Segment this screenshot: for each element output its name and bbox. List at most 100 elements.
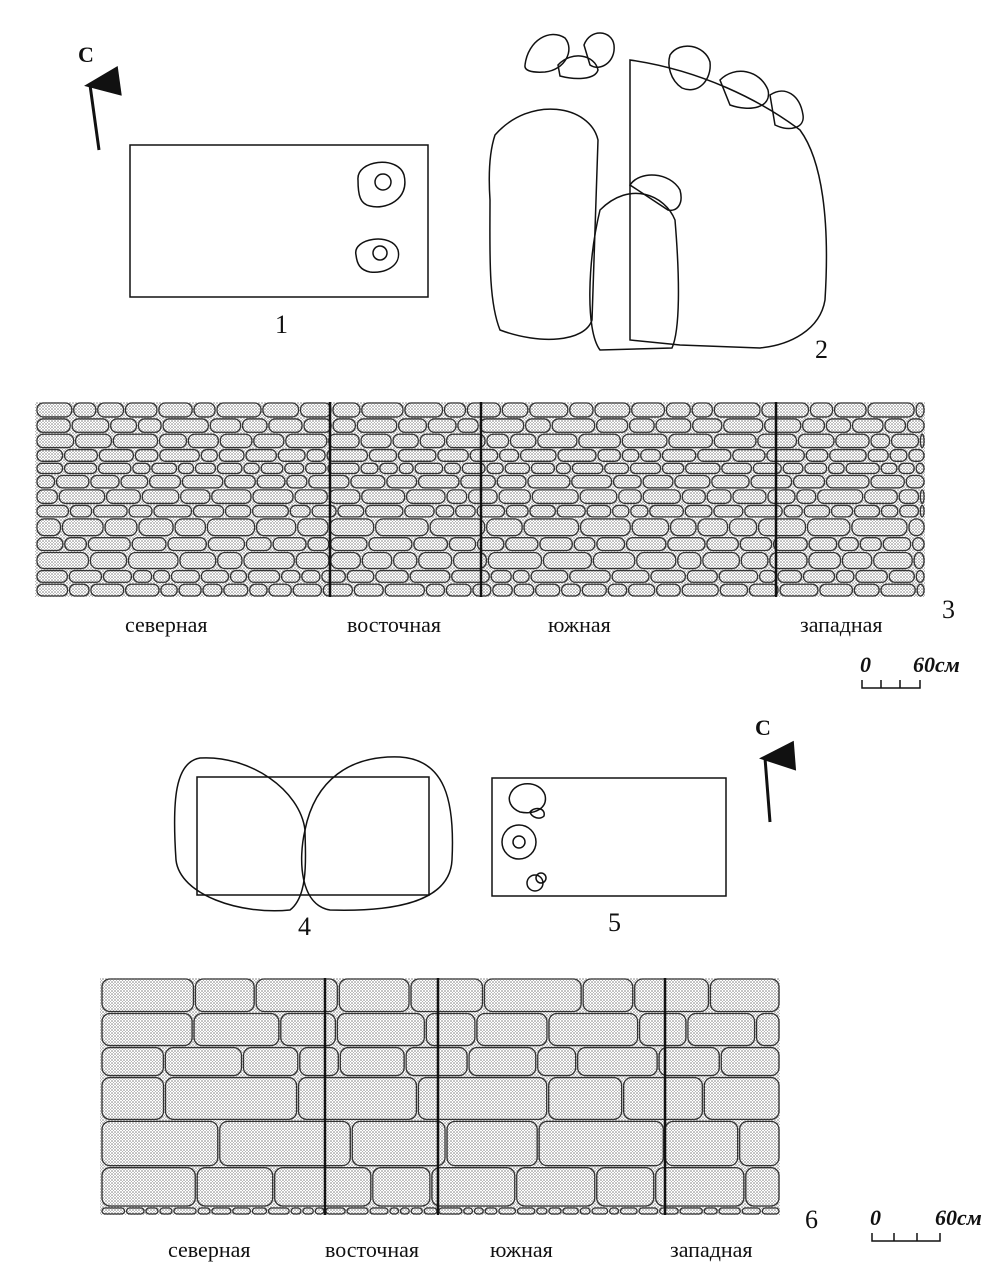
figure-number: 3: [942, 595, 955, 624]
stone: [573, 537, 596, 552]
stone: [577, 1046, 658, 1077]
stone: [720, 1046, 780, 1077]
stone: [443, 402, 467, 418]
stone: [650, 569, 686, 583]
stone: [268, 418, 303, 433]
stone: [783, 504, 803, 518]
stone: [209, 418, 242, 433]
stone: [571, 474, 613, 489]
stone: [87, 537, 131, 552]
stone: [569, 569, 611, 583]
stone: [125, 1207, 145, 1215]
stone: [64, 537, 87, 552]
scale-end: 60см: [935, 1205, 982, 1230]
stone: [915, 402, 925, 418]
stone: [384, 583, 426, 597]
stone: [468, 1046, 537, 1077]
stone: [908, 448, 925, 462]
stone: [806, 518, 851, 537]
stone: [63, 448, 98, 462]
wall-label-west: западная: [800, 612, 883, 637]
stone: [353, 583, 384, 597]
stone: [741, 1207, 761, 1215]
stone: [417, 474, 460, 489]
stone: [649, 504, 684, 518]
stone: [772, 537, 808, 552]
stone: [592, 551, 636, 570]
stone: [427, 418, 457, 433]
stone: [285, 433, 328, 449]
stone: [36, 474, 56, 489]
stone: [253, 433, 285, 449]
stone: [686, 569, 718, 583]
stone: [218, 448, 245, 462]
stone: [819, 583, 854, 597]
stone: [36, 518, 62, 537]
stone: [697, 518, 729, 537]
stone: [578, 433, 622, 449]
north-arrow-icon: [759, 740, 797, 823]
stone: [127, 551, 179, 570]
stone: [750, 474, 793, 489]
stone: [516, 1207, 536, 1215]
stone: [817, 489, 864, 505]
stone: [328, 489, 361, 505]
stone: [277, 448, 306, 462]
stone: [915, 569, 925, 583]
wall-label-south: южная: [490, 1237, 553, 1262]
stone: [571, 462, 604, 475]
stone: [594, 402, 631, 418]
stone: [703, 1076, 780, 1121]
stone: [739, 1120, 780, 1167]
stone: [243, 462, 260, 475]
stone: [509, 433, 537, 449]
stone: [36, 569, 68, 583]
stone: [718, 569, 759, 583]
stone: [873, 551, 913, 570]
stone: [530, 462, 556, 475]
stone: [561, 583, 581, 597]
stone: [919, 489, 925, 505]
stone: [445, 583, 472, 597]
stone: [361, 402, 404, 418]
stone: [685, 462, 721, 475]
stone: [252, 504, 289, 518]
stone: [838, 537, 859, 552]
stone: [292, 583, 322, 597]
stone: [399, 1207, 410, 1215]
scale-start: 0: [860, 652, 871, 677]
stone: [350, 474, 386, 489]
stone: [505, 537, 539, 552]
stone: [513, 583, 535, 597]
stone: [392, 433, 419, 449]
stone: [665, 402, 691, 418]
north-label: С: [755, 715, 771, 740]
stone: [867, 402, 915, 418]
stone: [120, 474, 149, 489]
stone: [748, 583, 779, 597]
figure-number: 1: [275, 310, 288, 339]
stone: [539, 537, 573, 552]
stone: [523, 518, 580, 537]
stone: [242, 1046, 299, 1077]
stone: [679, 1207, 703, 1215]
stone: [851, 418, 884, 433]
stone: [301, 569, 321, 583]
stone: [200, 448, 218, 462]
stone: [529, 402, 569, 418]
stone: [325, 1207, 346, 1215]
stone: [915, 462, 925, 475]
stone: [158, 433, 188, 449]
stone: [224, 504, 252, 518]
stone: [655, 1167, 745, 1207]
stone: [289, 504, 311, 518]
stone: [364, 504, 404, 518]
stone: [766, 448, 805, 462]
stone: [627, 583, 656, 597]
stone: [745, 1167, 780, 1207]
stone: [555, 462, 572, 475]
stone: [740, 551, 769, 570]
stone: [321, 569, 346, 583]
stone: [132, 462, 151, 475]
stone: [919, 504, 925, 518]
